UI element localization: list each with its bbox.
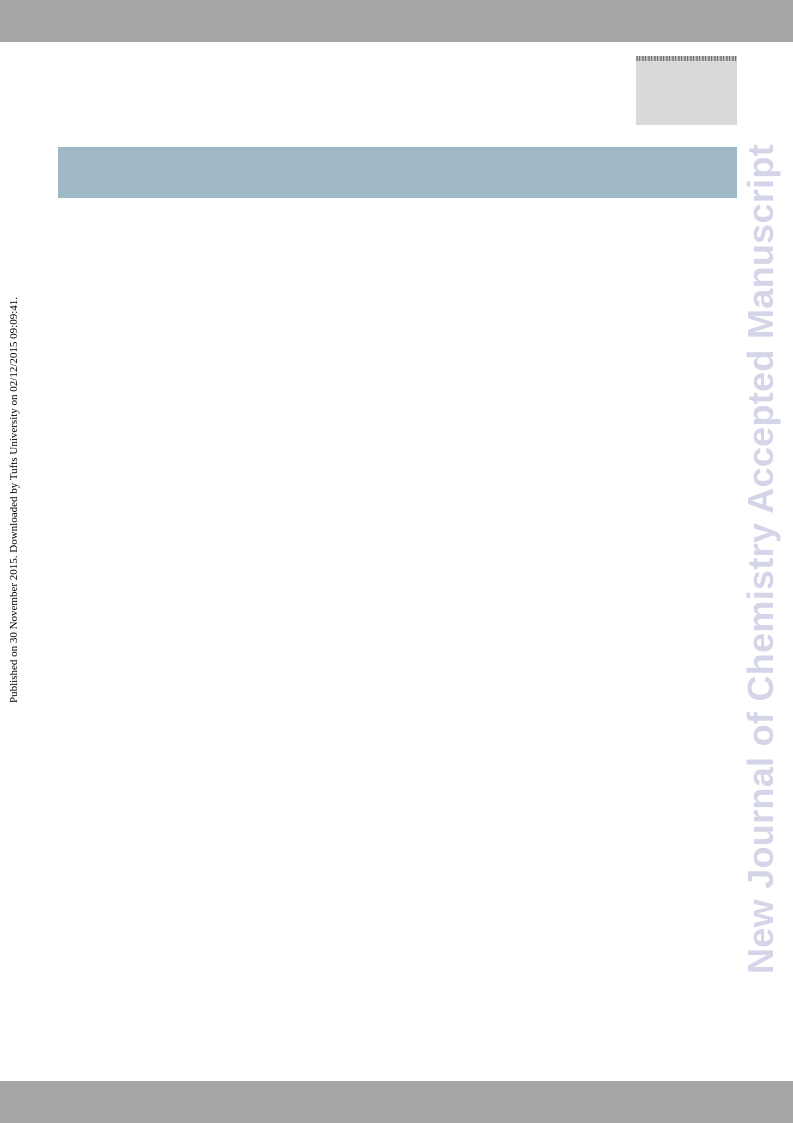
published-notice: Published on 30 November 2015. Downloade… xyxy=(8,296,20,704)
header-bar xyxy=(0,0,793,42)
footer-bar xyxy=(0,1081,793,1123)
accepted-manuscript-watermark: New Journal of Chemistry Accepted Manusc… xyxy=(740,143,781,975)
journal-logo-placeholder xyxy=(636,56,737,125)
logo-pattern-strip xyxy=(636,56,737,61)
title-banner xyxy=(58,147,737,198)
